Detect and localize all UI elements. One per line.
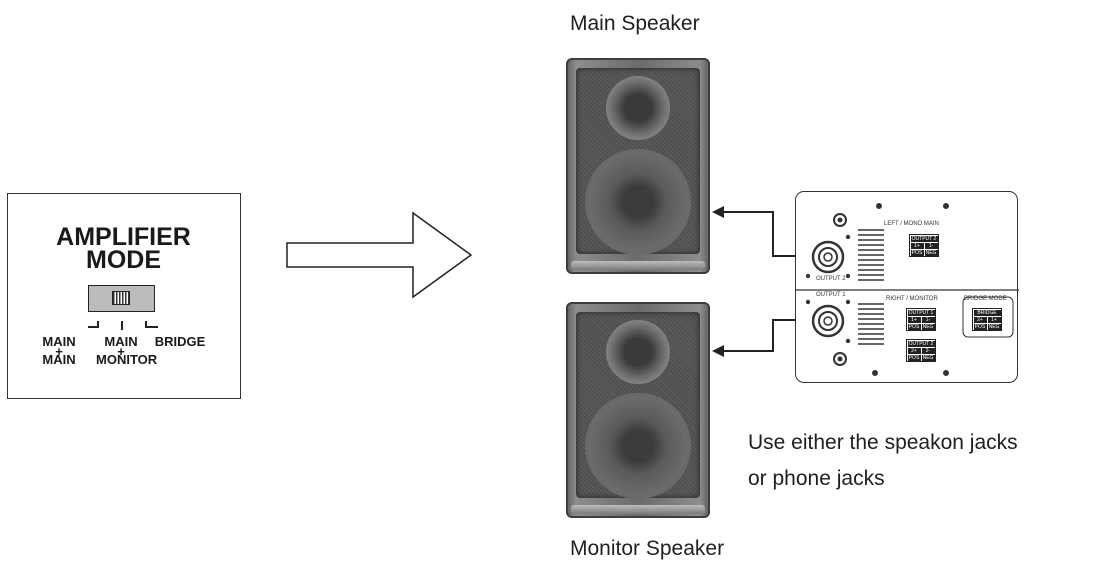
pinout-cell: 1+ xyxy=(910,242,924,249)
pinout-cell: 1- xyxy=(924,242,938,249)
main-speaker-caption: Main Speaker xyxy=(570,12,700,35)
amplifier-mode-panel: AMPLIFIER MODE MAIN + MAIN MAIN + MONITO… xyxy=(7,193,241,399)
pinout-cell: 2+ xyxy=(973,316,987,323)
label-main-monitor-bottom: MONITOR xyxy=(96,352,158,367)
left-mono-main-label: LEFT / MONO MAIN xyxy=(884,221,939,227)
monitor-speaker xyxy=(566,302,710,518)
speaker-horn xyxy=(606,320,670,384)
amplifier-mode-switch[interactable] xyxy=(88,285,155,312)
main-speaker xyxy=(566,58,710,274)
pinout-header: BRIDGE xyxy=(973,309,1001,316)
speaker-base xyxy=(571,261,705,270)
flow-arrow-icon xyxy=(286,211,473,299)
pinout-cell: POS xyxy=(910,249,924,256)
jack-usage-note: Use either the speakon jacks or phone ja… xyxy=(748,431,1018,490)
pinout-cell: POS xyxy=(973,323,987,330)
label-main-main-plus: + xyxy=(55,344,63,359)
speaker-base xyxy=(571,505,705,514)
pinout-cell: NEG xyxy=(921,323,935,330)
label-bridge: BRIDGE xyxy=(154,334,206,349)
pinout-cell: NEG xyxy=(987,323,1001,330)
speaker-woofer xyxy=(588,152,688,252)
pinout-cell: 2- xyxy=(921,347,935,354)
label-main-monitor-plus: + xyxy=(117,344,125,359)
switch-position-ticks xyxy=(88,321,158,330)
pinout-cell: 2+ xyxy=(907,347,921,354)
label-main-main-top: MAIN xyxy=(42,334,76,349)
output1-jack-label: OUTPUT 1 xyxy=(816,292,846,298)
monitor-speaker-caption: Monitor Speaker xyxy=(570,537,725,560)
pinout-cell: 1+ xyxy=(987,316,1001,323)
pinout-cell: 1- xyxy=(921,316,935,323)
pinout-cell: 1+ xyxy=(907,316,921,323)
right-monitor-label: RIGHT / MONITOR xyxy=(886,296,938,302)
amplifier-rear-panel: LEFT / MONO MAIN OUTPUT 2 OUTPUT 1 RIGHT… xyxy=(795,191,1019,383)
bridge-mode-label: BRIDGE MODE xyxy=(964,296,1007,302)
speaker-woofer xyxy=(588,396,688,496)
pinout-cell: POS xyxy=(907,323,921,330)
label-main-main-bottom: MAIN xyxy=(42,352,76,367)
speaker-horn xyxy=(606,76,670,140)
pinout-header: OUTPUT 2 xyxy=(910,235,938,242)
pinout-header: OUTPUT 1 xyxy=(907,309,935,316)
pinout-cell: NEG xyxy=(921,354,935,361)
pinout-cell: POS xyxy=(907,354,921,361)
output2-jack-label: OUTPUT 2 xyxy=(816,276,846,282)
amplifier-mode-title: AMPLIFIER MODE xyxy=(56,223,191,274)
pinout-cell: NEG xyxy=(924,249,938,256)
pinout-header: OUTPUT 2 xyxy=(907,340,935,347)
label-main-monitor-top: MAIN xyxy=(104,334,138,349)
switch-knob[interactable] xyxy=(112,291,130,305)
